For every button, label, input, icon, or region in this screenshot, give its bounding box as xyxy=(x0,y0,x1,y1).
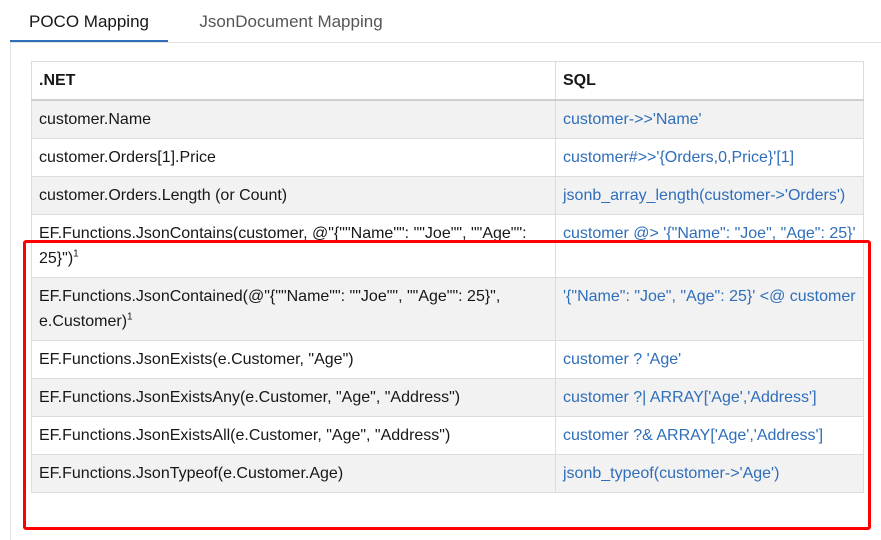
sql-cell: customer ?| ARRAY['Age','Address'] xyxy=(555,378,864,417)
sql-cell: customer ?& ARRAY['Age','Address'] xyxy=(555,416,864,455)
footnote-marker[interactable]: 1 xyxy=(127,311,133,323)
net-cell: customer.Name xyxy=(31,99,556,139)
header-net: .NET xyxy=(31,61,556,101)
tab-panel: .NET SQL customer.Name customer->>'Name'… xyxy=(10,42,881,540)
net-text: customer.Orders[1].Price xyxy=(39,149,216,166)
sql-text: customer @> '{"Name": "Joe", "Age": 25}' xyxy=(563,225,856,242)
net-cell: EF.Functions.JsonTypeof(e.Customer.Age) xyxy=(31,454,556,493)
sql-text: customer ?| ARRAY['Age','Address'] xyxy=(563,389,817,406)
sql-cell: customer @> '{"Name": "Joe", "Age": 25}' xyxy=(555,214,864,278)
tab-bar: POCO Mapping JsonDocument Mapping xyxy=(10,0,881,43)
sql-text: '{"Name": "Joe", "Age": 25}' <@ customer xyxy=(563,288,856,305)
sql-cell: customer ? 'Age' xyxy=(555,340,864,379)
net-text: EF.Functions.JsonContains(customer, @"{"… xyxy=(39,225,527,267)
net-cell: EF.Functions.JsonExistsAll(e.Customer, "… xyxy=(31,416,556,455)
table-row: EF.Functions.JsonExists(e.Customer, "Age… xyxy=(31,340,864,379)
tab-jsondocument-mapping[interactable]: JsonDocument Mapping xyxy=(199,12,383,31)
table-row: customer.Orders[1].Price customer#>>'{Or… xyxy=(31,138,864,177)
table-row: EF.Functions.JsonContains(customer, @"{"… xyxy=(31,214,864,278)
table-row: EF.Functions.JsonExistsAny(e.Customer, "… xyxy=(31,378,864,417)
net-cell: customer.Orders.Length (or Count) xyxy=(31,176,556,215)
net-cell: EF.Functions.JsonContains(customer, @"{"… xyxy=(31,214,556,278)
sql-text: customer ?& ARRAY['Age','Address'] xyxy=(563,427,824,444)
net-text: EF.Functions.JsonExistsAny(e.Customer, "… xyxy=(39,389,461,406)
table-row: EF.Functions.JsonExistsAll(e.Customer, "… xyxy=(31,416,864,455)
sql-cell: customer->>'Name' xyxy=(555,99,864,139)
table-row: EF.Functions.JsonContained(@"{""Name"": … xyxy=(31,277,864,341)
tab-poco-mapping[interactable]: POCO Mapping xyxy=(10,0,168,42)
table-header-row: .NET SQL xyxy=(31,61,864,101)
net-cell: EF.Functions.JsonContained(@"{""Name"": … xyxy=(31,277,556,341)
footnote-marker[interactable]: 1 xyxy=(73,248,79,260)
net-text: customer.Name xyxy=(39,111,152,128)
table-row: customer.Orders.Length (or Count) jsonb_… xyxy=(31,176,864,215)
sql-text: customer->>'Name' xyxy=(563,111,702,128)
net-text: EF.Functions.JsonContained(@"{""Name"": … xyxy=(39,288,501,330)
net-cell: EF.Functions.JsonExists(e.Customer, "Age… xyxy=(31,340,556,379)
net-text: EF.Functions.JsonExistsAll(e.Customer, "… xyxy=(39,427,451,444)
table-row: customer.Name customer->>'Name' xyxy=(31,99,864,139)
net-text: EF.Functions.JsonExists(e.Customer, "Age… xyxy=(39,351,354,368)
sql-cell: '{"Name": "Joe", "Age": 25}' <@ customer xyxy=(555,277,864,341)
header-sql: SQL xyxy=(555,61,864,101)
sql-text: customer ? 'Age' xyxy=(563,351,682,368)
net-cell: EF.Functions.JsonExistsAny(e.Customer, "… xyxy=(31,378,556,417)
sql-text: jsonb_array_length(customer->'Orders') xyxy=(563,187,846,204)
net-text: EF.Functions.JsonTypeof(e.Customer.Age) xyxy=(39,465,344,482)
table-row: EF.Functions.JsonTypeof(e.Customer.Age) … xyxy=(31,454,864,493)
sql-cell: jsonb_typeof(customer->'Age') xyxy=(555,454,864,493)
sql-text: jsonb_typeof(customer->'Age') xyxy=(563,465,780,482)
net-text: customer.Orders.Length (or Count) xyxy=(39,187,288,204)
sql-cell: customer#>>'{Orders,0,Price}'[1] xyxy=(555,138,864,177)
sql-cell: jsonb_array_length(customer->'Orders') xyxy=(555,176,864,215)
sql-text: customer#>>'{Orders,0,Price}'[1] xyxy=(563,149,795,166)
net-cell: customer.Orders[1].Price xyxy=(31,138,556,177)
mapping-table: .NET SQL customer.Name customer->>'Name'… xyxy=(31,61,864,493)
